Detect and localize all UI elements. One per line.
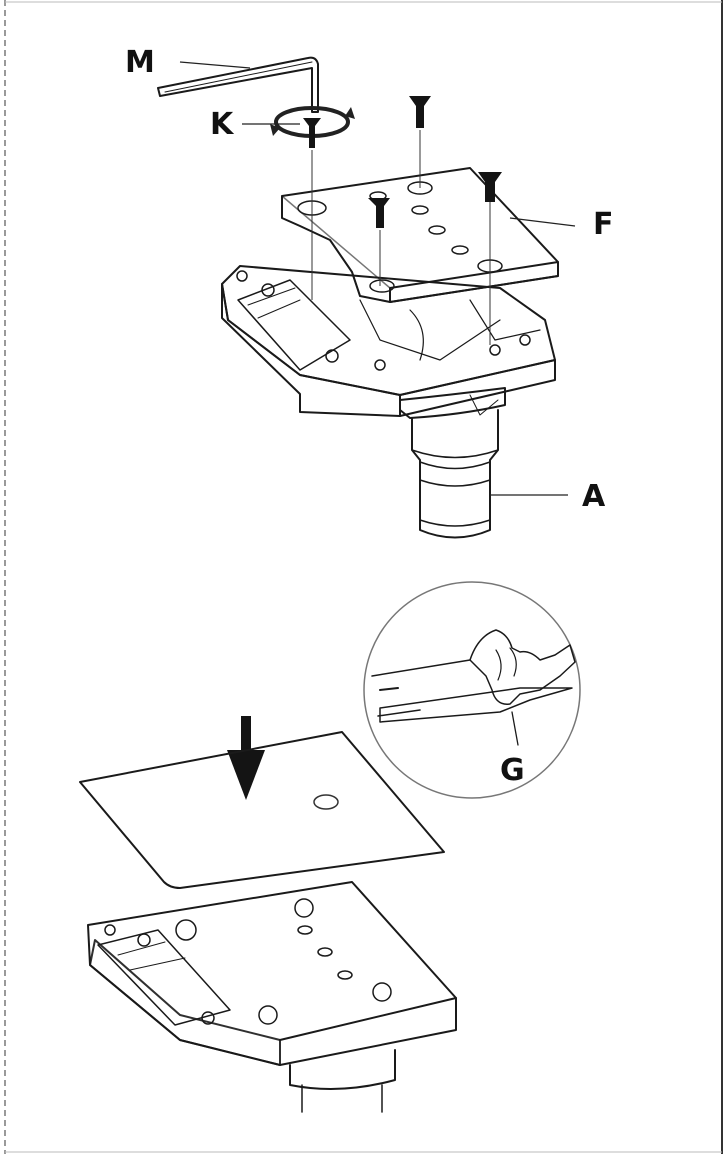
- leader-f: [509, 217, 576, 227]
- base-housing: [221, 265, 556, 419]
- leader-m: [179, 61, 251, 69]
- top-assembly: M K F A: [125, 45, 614, 539]
- label-k: K: [210, 107, 235, 142]
- screw: [368, 198, 390, 228]
- cylinder-shaft: [411, 394, 499, 539]
- bottom-assembly: [79, 716, 457, 1113]
- label-f: F: [593, 207, 614, 242]
- screw: [409, 96, 431, 128]
- detail-callout: G: [363, 581, 581, 799]
- mounting-plate: [281, 167, 559, 303]
- allen-key: [157, 56, 319, 113]
- lower-housing: [87, 881, 457, 1113]
- label-a: A: [582, 479, 606, 514]
- shim-sheet: [79, 731, 445, 889]
- label-m: M: [125, 45, 155, 80]
- label-g: G: [500, 753, 525, 788]
- down-arrow-icon: [227, 716, 265, 800]
- screw: [478, 172, 502, 202]
- screw-k: [303, 118, 321, 148]
